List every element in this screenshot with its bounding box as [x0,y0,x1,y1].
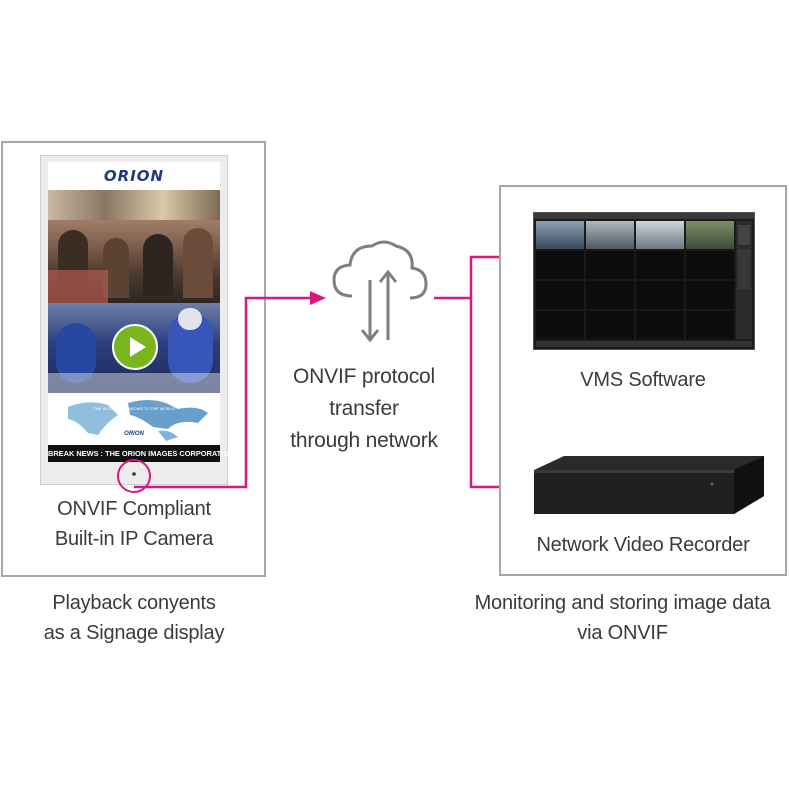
signage-caption: ONVIF Compliant Built-in IP Camera [20,494,248,554]
camera-lens [132,472,136,476]
network-video-recorder-device [534,456,764,514]
map-logo: ORION [124,431,144,437]
nvr-caption: Network Video Recorder [503,530,783,560]
football-photo [48,303,220,393]
vms-control-panel [736,221,752,339]
vms-caption: VMS Software [513,365,773,395]
brand-logo: ORION [48,162,220,190]
center-caption-line3: through network [290,429,438,452]
cloud-transfer-icon [332,240,428,343]
vms-camera-grid [536,221,734,339]
left-footer-line2: as a Signage display [43,622,225,644]
vms-caption-text: VMS Software [580,369,706,391]
signage-caption-line1: ONVIF Compliant [57,498,211,520]
vms-software-screen [533,212,755,350]
left-footer-line1: Playback conyents [52,592,216,614]
crowd-photo [48,190,220,303]
arrow-icon [310,291,326,305]
camera-highlight-circle [117,459,151,493]
vms-toolbar [536,341,752,347]
news-ticker: BREAK NEWS : THE ORION IMAGES CORPORATIO… [48,445,235,462]
arrow-camera-to-cloud [134,296,316,489]
news-ticker-text: BREAK NEWS : THE ORION IMAGES CORPORATIO… [48,449,235,458]
world-map-banner: THE ULTIMATE WINDOWS TO THE WORLD ORION [48,393,220,445]
center-caption: ONVIF protocol transfer through network [264,361,464,457]
brand-logo-text: ORION [103,167,165,185]
center-caption-line2: transfer [329,397,399,420]
right-footer-caption: Monitoring and storing image data via ON… [456,588,789,648]
map-slogan: THE ULTIMATE WINDOWS TO THE WORLD [93,406,175,411]
nvr-caption-text: Network Video Recorder [536,534,750,556]
left-footer-caption: Playback conyents as a Signage display [10,588,258,648]
play-button[interactable] [112,324,158,370]
signage-display: ORION THE ULTIMATE WINDOWS TO THE WORLD … [40,155,235,485]
right-footer-line2: via ONVIF [577,622,668,644]
signage-caption-line2: Built-in IP Camera [54,528,214,550]
center-caption-line1: ONVIF protocol [293,365,435,388]
right-footer-line1: Monitoring and storing image data [474,592,771,614]
play-icon [130,337,146,357]
